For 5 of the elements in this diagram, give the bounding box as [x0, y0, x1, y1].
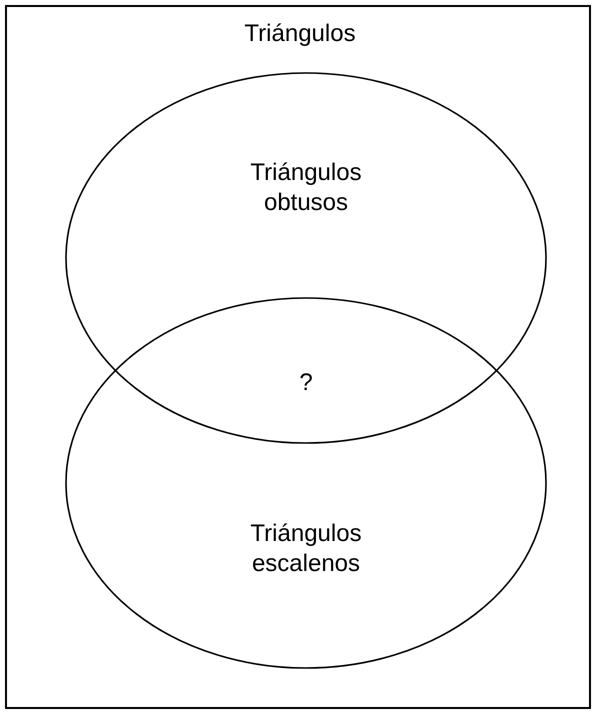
set-label: Triángulos obtusos: [249, 158, 363, 218]
question-mark: ?: [298, 368, 314, 398]
set-label: Triángulos: [243, 19, 357, 49]
universe-box: [5, 5, 591, 709]
set-label: Triángulos escalenos: [249, 519, 363, 579]
